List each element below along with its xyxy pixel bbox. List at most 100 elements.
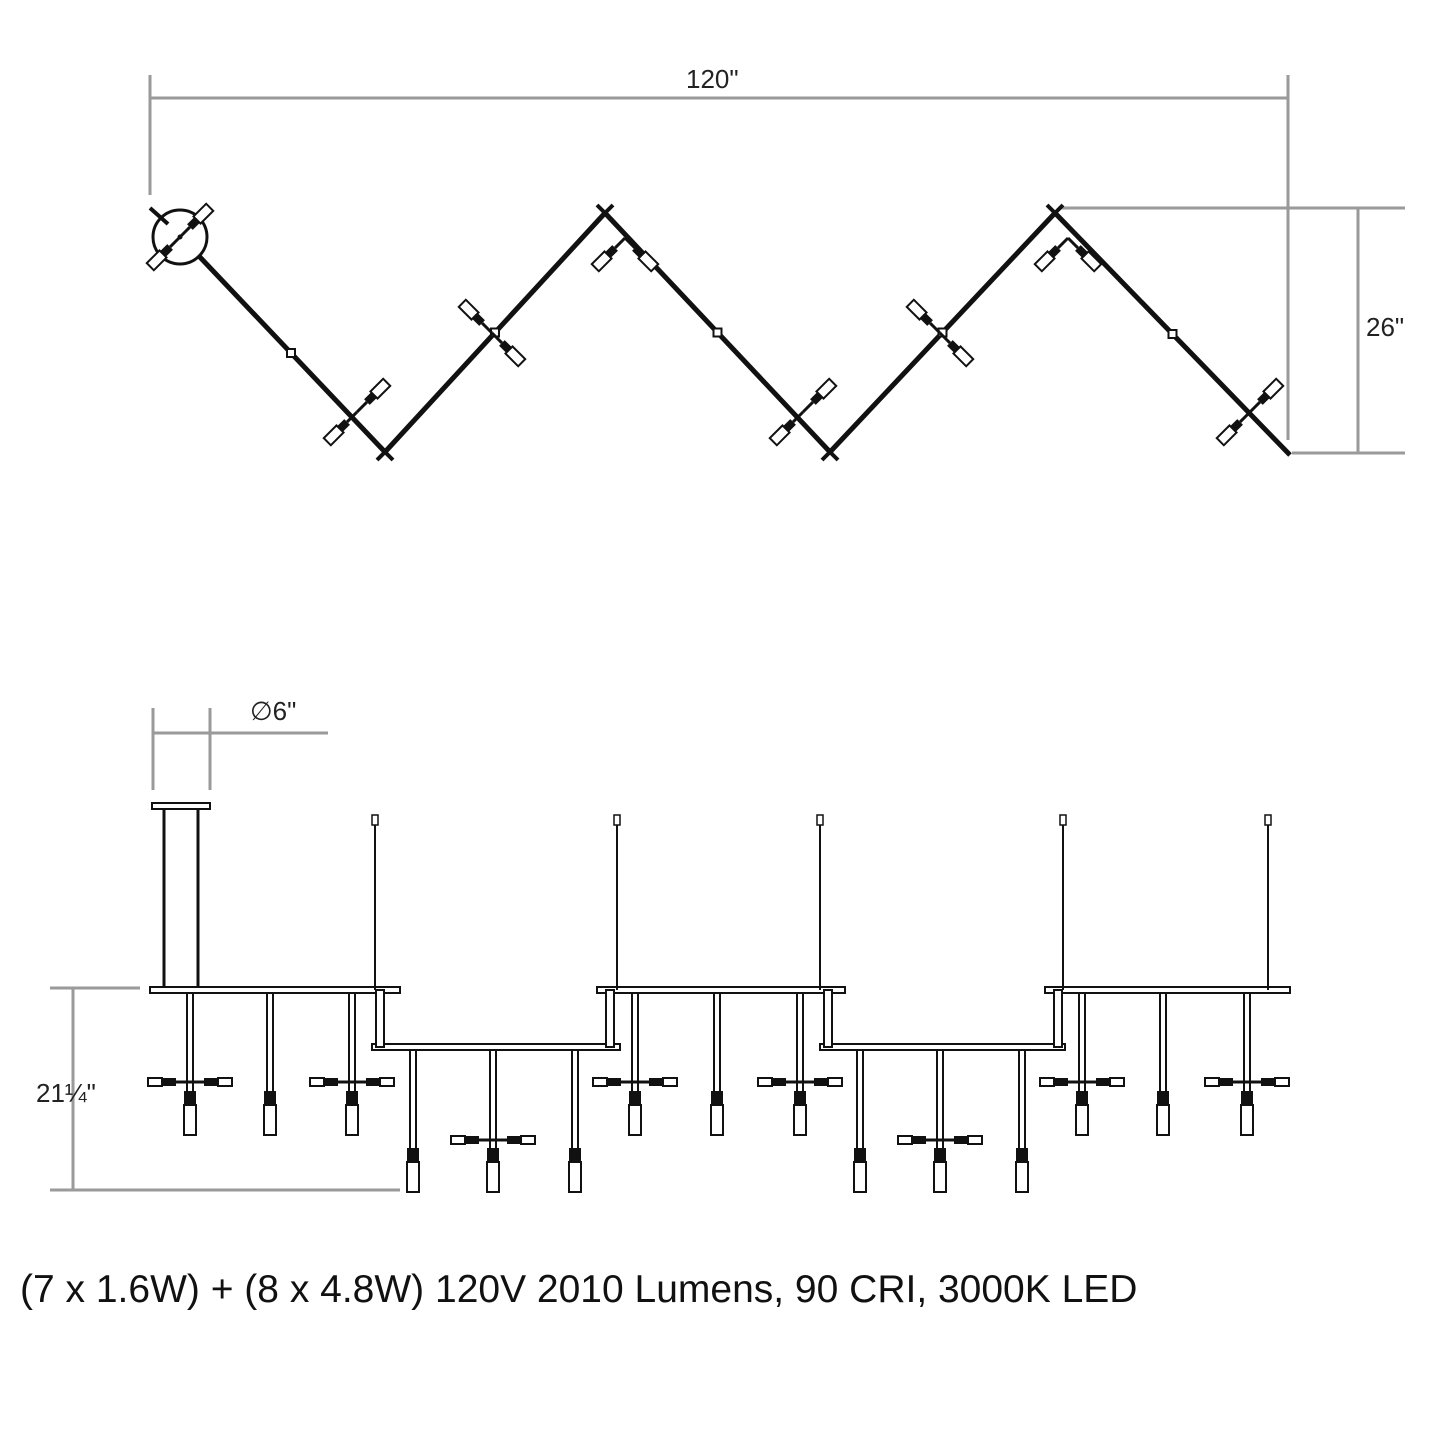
lamp-stem (1248, 401, 1261, 414)
lamp-shade (905, 298, 928, 321)
lamp-shade (504, 345, 527, 368)
lamp-socket (934, 1148, 946, 1162)
riser (1053, 989, 1063, 1048)
lamp-shade (145, 249, 168, 272)
lamp-shade (1262, 377, 1285, 400)
pendant-stem (489, 1049, 497, 1151)
lamp-shade (263, 1104, 277, 1136)
lamp-socket (346, 1091, 358, 1105)
lamp-shade (1215, 424, 1238, 447)
lamp (801, 377, 838, 414)
lamp-shade (710, 1104, 724, 1136)
cable-anchor (613, 814, 621, 826)
lamp-shade (757, 1077, 773, 1087)
lamp-socket (487, 1148, 499, 1162)
lamp-stem (169, 235, 182, 248)
lamp-stem (1066, 236, 1079, 249)
lamp-socket (1157, 1091, 1169, 1105)
lamp-shade (967, 1135, 983, 1145)
lamp (938, 331, 975, 368)
lamp-shade (379, 1077, 395, 1087)
lamp-socket (607, 1078, 621, 1086)
lamp-shade (345, 1104, 359, 1136)
cable-anchor (816, 814, 824, 826)
lamp (1248, 377, 1285, 414)
lamp-socket (794, 1091, 806, 1105)
connector (820, 442, 840, 462)
height-dimension-label: 21¼" (36, 1078, 96, 1108)
lamp-shade (1015, 1161, 1029, 1193)
lamp (322, 410, 359, 447)
lamp-socket (1261, 1078, 1275, 1086)
lamp (1033, 236, 1070, 273)
lamp-socket (1219, 1078, 1233, 1086)
pendant-stem (1018, 1049, 1026, 1151)
lamp (490, 331, 527, 368)
dimension-lines (50, 75, 1405, 1192)
lamp-socket (162, 1078, 176, 1086)
lamp-shade (1204, 1077, 1220, 1087)
lamp-stem (490, 331, 503, 344)
lamp-shade (568, 1161, 582, 1193)
lamp (1215, 410, 1252, 447)
cable-anchor (1059, 814, 1067, 826)
lamp-shade (369, 377, 392, 400)
lamp-socket (1054, 1078, 1068, 1086)
pendant-stem (856, 1049, 864, 1151)
lamp-shade (1156, 1104, 1170, 1136)
lamp-shade (450, 1135, 466, 1145)
lamp-shade (827, 1077, 843, 1087)
lamp (457, 298, 494, 335)
lamp-shade (628, 1104, 642, 1136)
pendant-stem (1159, 992, 1167, 1094)
lamp-socket (1076, 1091, 1088, 1105)
lamp-shade (217, 1077, 233, 1087)
pendant-stem (1243, 992, 1251, 1094)
joint (712, 327, 723, 338)
pendant-stem (571, 1049, 579, 1151)
lamp-shade (592, 1077, 608, 1087)
lamp-shade (147, 1077, 163, 1087)
lamp-shade (457, 298, 480, 321)
joint (1167, 329, 1178, 339)
lamp-stem (355, 401, 368, 414)
pendant-stem (409, 1049, 417, 1151)
lamp (178, 202, 215, 239)
lamp-socket (814, 1078, 828, 1086)
lamp-stem (801, 401, 814, 414)
lamp-socket (465, 1136, 479, 1144)
lamp-shade (1039, 1077, 1055, 1087)
lamp-stem (346, 410, 359, 423)
connector (595, 203, 615, 223)
width-dimension-label: 120" (686, 64, 739, 94)
riser (375, 989, 385, 1048)
lamp-socket (407, 1148, 419, 1162)
lamp-shade (406, 1161, 420, 1193)
lamp-shade (897, 1135, 913, 1145)
lamp (1066, 236, 1103, 273)
bar (1044, 986, 1291, 994)
lamp-socket (569, 1148, 581, 1162)
lamp-stem (1057, 236, 1070, 249)
lamp-socket (264, 1091, 276, 1105)
riser (823, 989, 833, 1048)
lamp-socket (629, 1091, 641, 1105)
pendant-stem (713, 992, 721, 1094)
lamp-stem (148, 206, 170, 226)
lamp-shade (853, 1161, 867, 1193)
lamp-stem (929, 322, 942, 335)
lamp-socket (912, 1136, 926, 1144)
pendant-stem (936, 1049, 944, 1151)
lamp-stem (792, 410, 805, 423)
lamp-shade (590, 250, 613, 273)
lamp (623, 236, 660, 273)
lamp-shade (1240, 1104, 1254, 1136)
depth-dimension-label: 26" (1366, 312, 1405, 342)
lamp-socket (854, 1148, 866, 1162)
lamp-socket (954, 1136, 968, 1144)
lamp-shade (1075, 1104, 1089, 1136)
spec-text: (7 x 1.6W) + (8 x 4.8W) 120V 2010 Lumens… (20, 1268, 1138, 1311)
lamp-socket (507, 1136, 521, 1144)
side-view (147, 802, 1291, 1193)
pendant-stem (348, 992, 356, 1094)
